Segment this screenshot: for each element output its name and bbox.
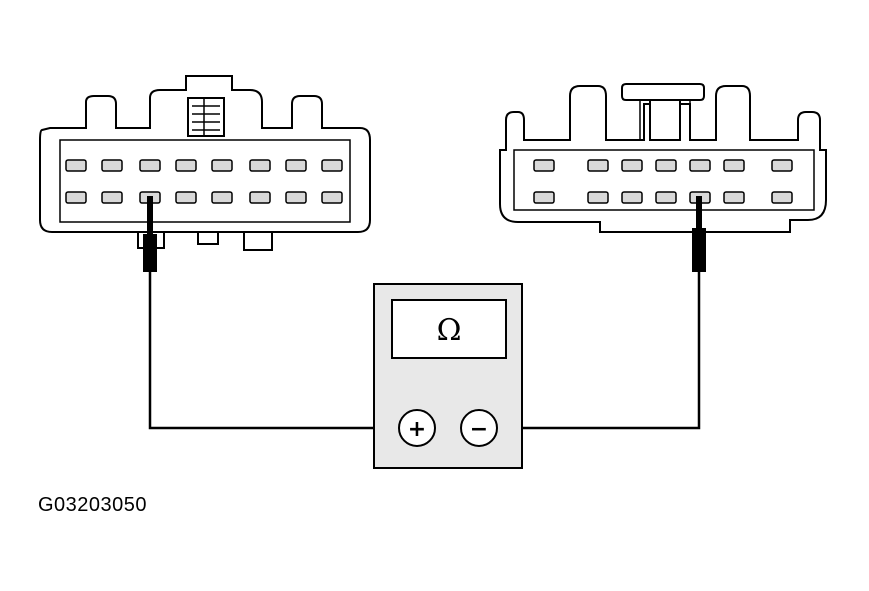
pin-cavity bbox=[175, 159, 197, 172]
pin-cavity bbox=[101, 191, 123, 204]
pin-cavity bbox=[587, 159, 609, 172]
pin-cavity bbox=[771, 191, 793, 204]
pin-cavity bbox=[771, 159, 793, 172]
meter-display-symbol: Ω bbox=[437, 313, 462, 348]
pin-cavity bbox=[285, 191, 307, 204]
right-connector-pins bbox=[533, 159, 793, 204]
left-probe bbox=[143, 196, 157, 272]
pin-cavity bbox=[321, 191, 343, 204]
pin-cavity bbox=[65, 159, 87, 172]
figure-id: G03203050 bbox=[38, 494, 148, 516]
right-connector bbox=[499, 83, 827, 233]
test-leads bbox=[148, 270, 701, 430]
pin-cavity bbox=[655, 159, 677, 172]
pin-cavity bbox=[655, 191, 677, 204]
pin-cavity bbox=[621, 159, 643, 172]
pin-cavity bbox=[175, 191, 197, 204]
negative-symbol: − bbox=[470, 417, 488, 442]
left-connector-pins bbox=[65, 159, 343, 204]
pin-cavity bbox=[249, 159, 271, 172]
pin-cavity bbox=[211, 159, 233, 172]
pin-cavity bbox=[101, 159, 123, 172]
pin-cavity bbox=[587, 191, 609, 204]
positive-lead bbox=[148, 270, 398, 430]
positive-terminal bbox=[398, 409, 436, 447]
right-probe bbox=[692, 196, 706, 272]
negative-terminal bbox=[460, 409, 498, 447]
pin-cavity bbox=[621, 191, 643, 204]
pin-cavity bbox=[723, 191, 745, 204]
pin-cavity bbox=[723, 159, 745, 172]
ohmmeter: Ω + − bbox=[373, 283, 523, 469]
pin-cavity bbox=[249, 191, 271, 204]
meter-display bbox=[391, 299, 507, 359]
pin-cavity bbox=[65, 191, 87, 204]
pin-cavity bbox=[533, 159, 555, 172]
pin-cavity bbox=[211, 191, 233, 204]
pin-cavity bbox=[321, 159, 343, 172]
pin-cavity bbox=[139, 159, 161, 172]
positive-symbol: + bbox=[408, 417, 426, 442]
pin-cavity bbox=[533, 191, 555, 204]
pin-cavity bbox=[285, 159, 307, 172]
negative-lead bbox=[500, 270, 701, 430]
pin-cavity bbox=[689, 159, 711, 172]
left-connector bbox=[39, 75, 371, 251]
